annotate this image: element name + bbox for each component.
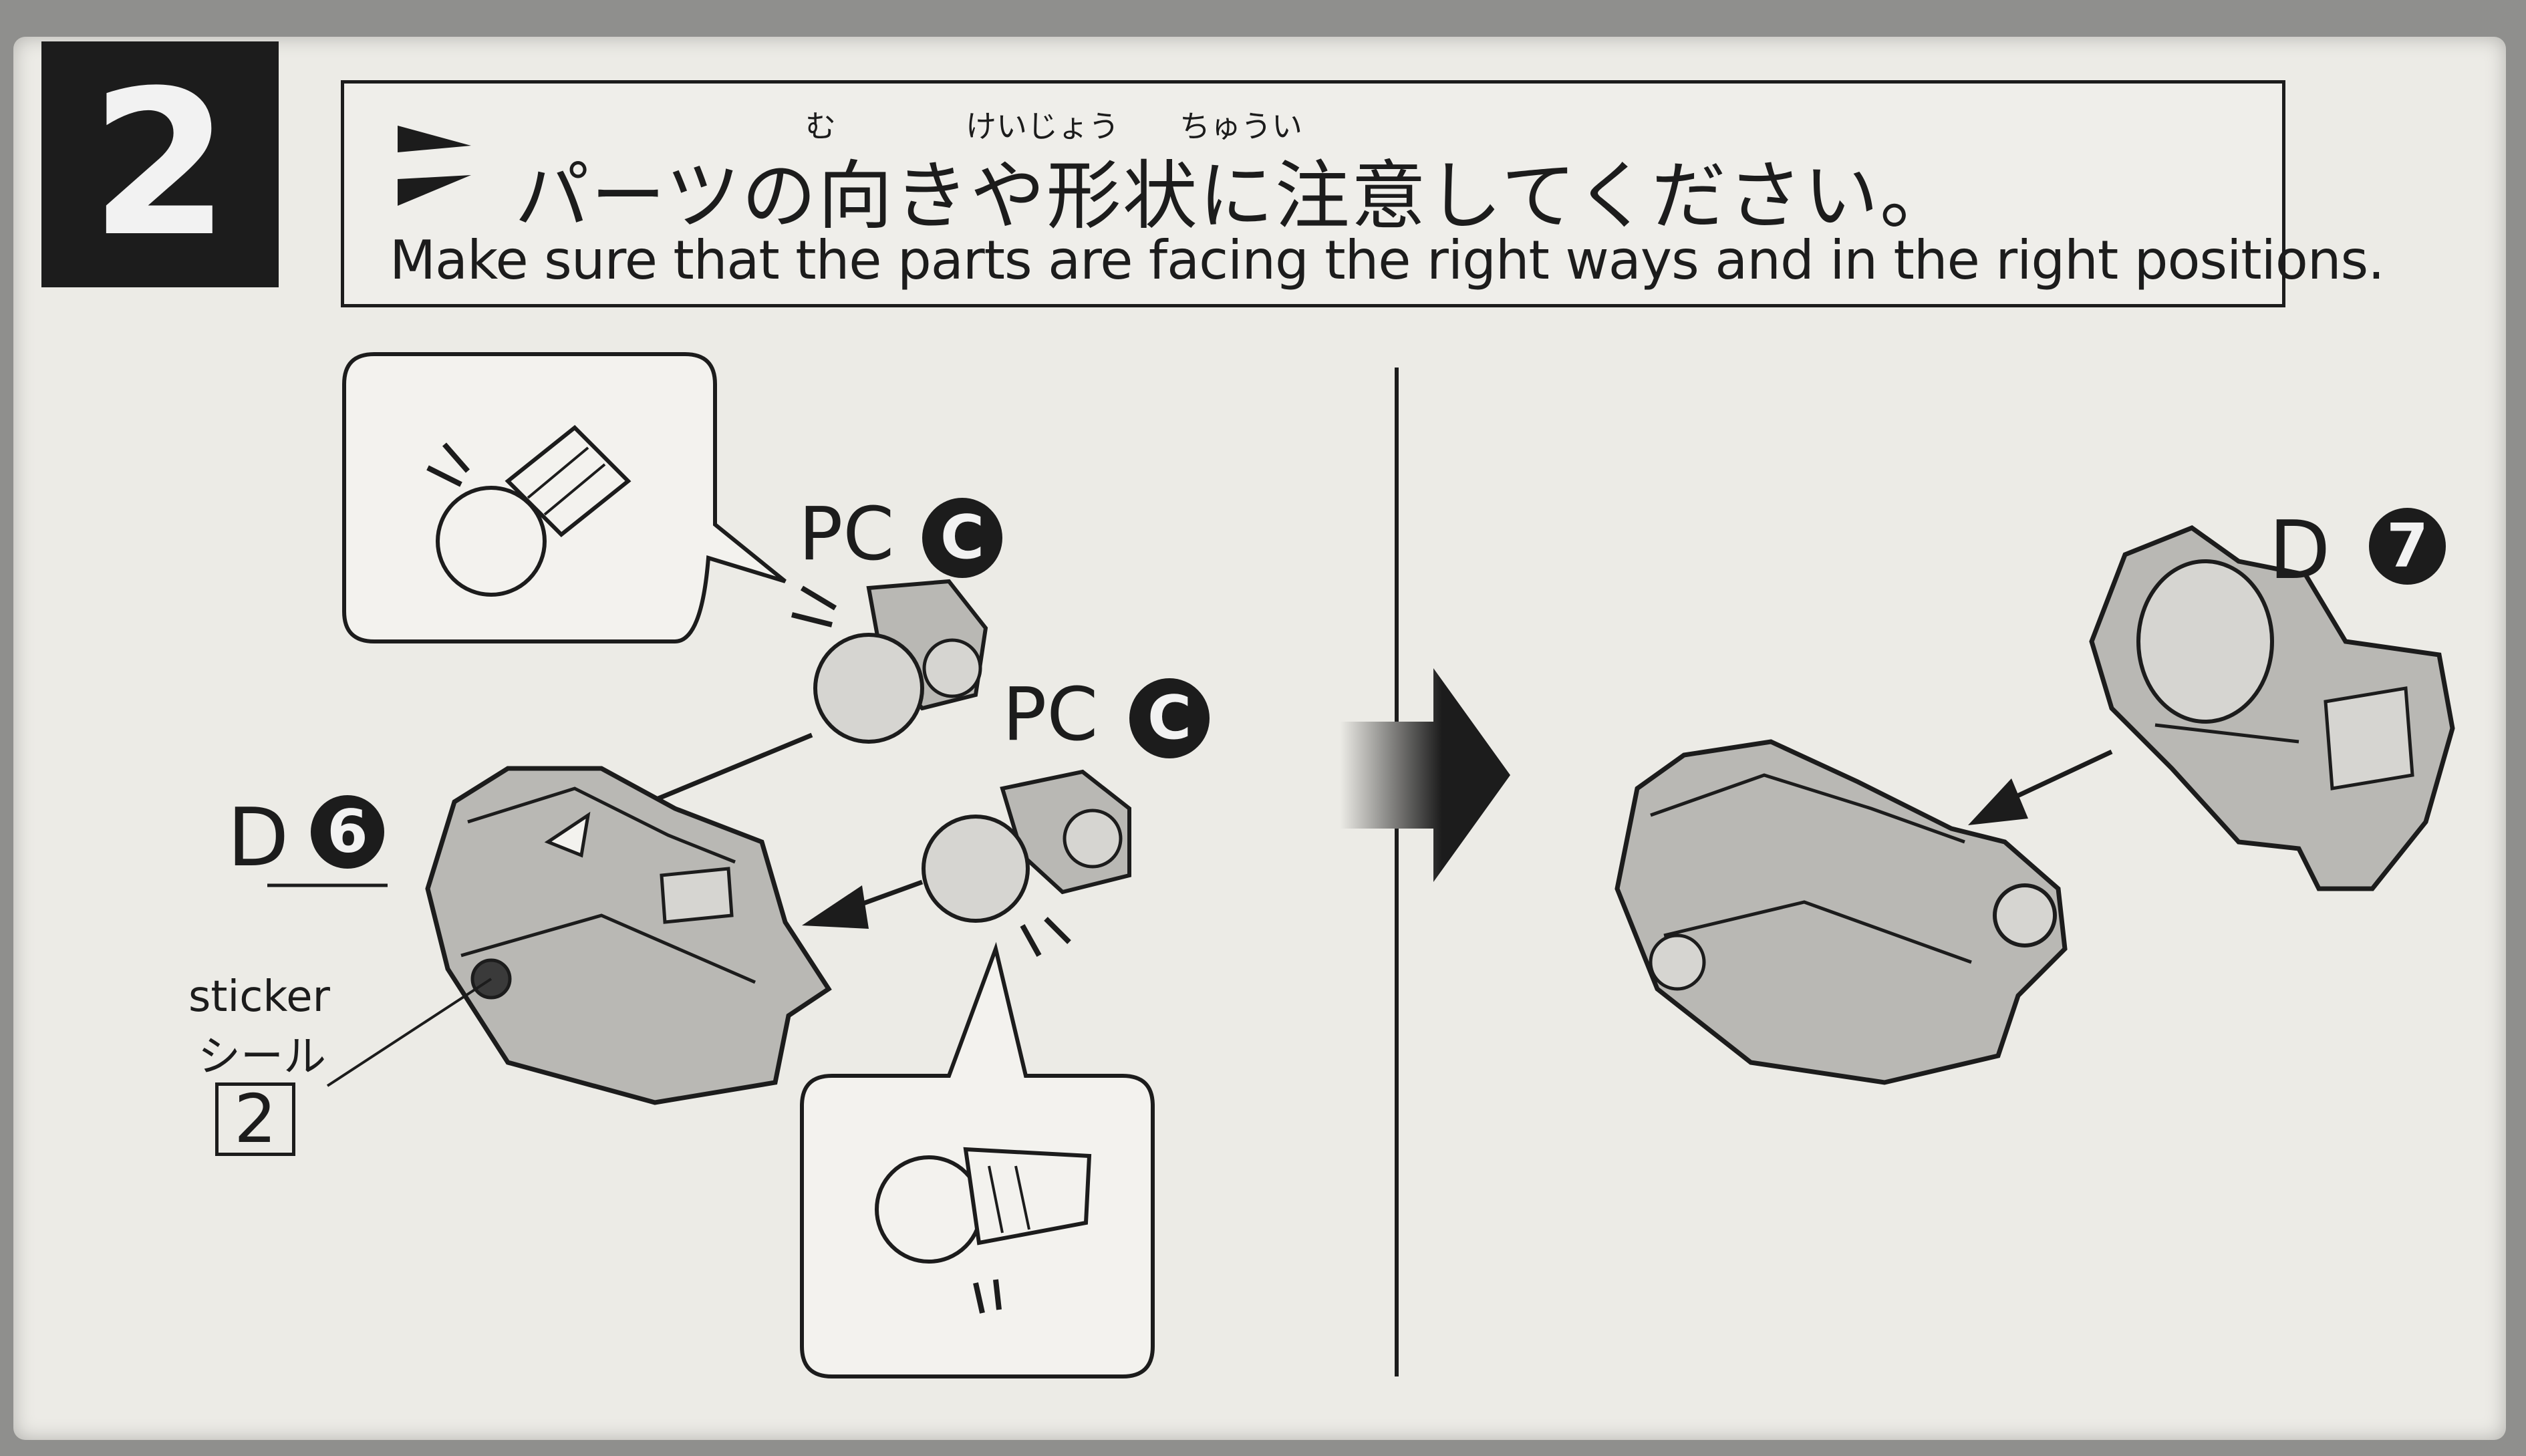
callout-upper: [342, 352, 787, 643]
instruction-jp: パーツの向きや形状に注意してください。: [515, 153, 1957, 240]
poly-cap-lower: [922, 769, 1131, 957]
part-d6: [425, 766, 832, 1105]
callout-lower: [800, 941, 1155, 1378]
pc-upper-badge: C: [922, 498, 1002, 578]
pc-lower-badge: C: [1129, 678, 1210, 758]
d7-letter: D: [2269, 504, 2331, 597]
step-number: 2: [41, 41, 279, 287]
d6-badge: 6: [311, 795, 384, 869]
pc-upper-label: PC: [799, 491, 895, 577]
sticker-label-jp: シール: [198, 1032, 326, 1082]
part-d7: [2089, 525, 2455, 891]
poly-cap-upper: [791, 579, 988, 744]
pc-lower-label: PC: [1002, 672, 1099, 757]
d7-badge: 7: [2369, 508, 2446, 585]
double-arrow-icon: [398, 126, 471, 206]
ruby-keijou: けいじょう: [966, 108, 1119, 144]
sticker-number: 2: [215, 1082, 295, 1156]
assembly-arrow-right: [1968, 749, 2113, 825]
ruby-mu: む: [805, 108, 836, 144]
assembly-arrows-left: [267, 732, 924, 1087]
instruction-header: む けいじょう ちゅうい パーツの向きや形状に注意してください。 Make su…: [341, 80, 2385, 307]
assembled-part: [1615, 739, 2068, 1085]
d6-letter: D: [227, 792, 289, 885]
ruby-chuui: ちゅうい: [1179, 108, 1302, 144]
instruction-en: Make sure that the parts are facing the …: [390, 229, 2385, 291]
sticker-label-en: sticker: [188, 972, 330, 1022]
next-step-arrow-icon: [1340, 668, 1510, 882]
